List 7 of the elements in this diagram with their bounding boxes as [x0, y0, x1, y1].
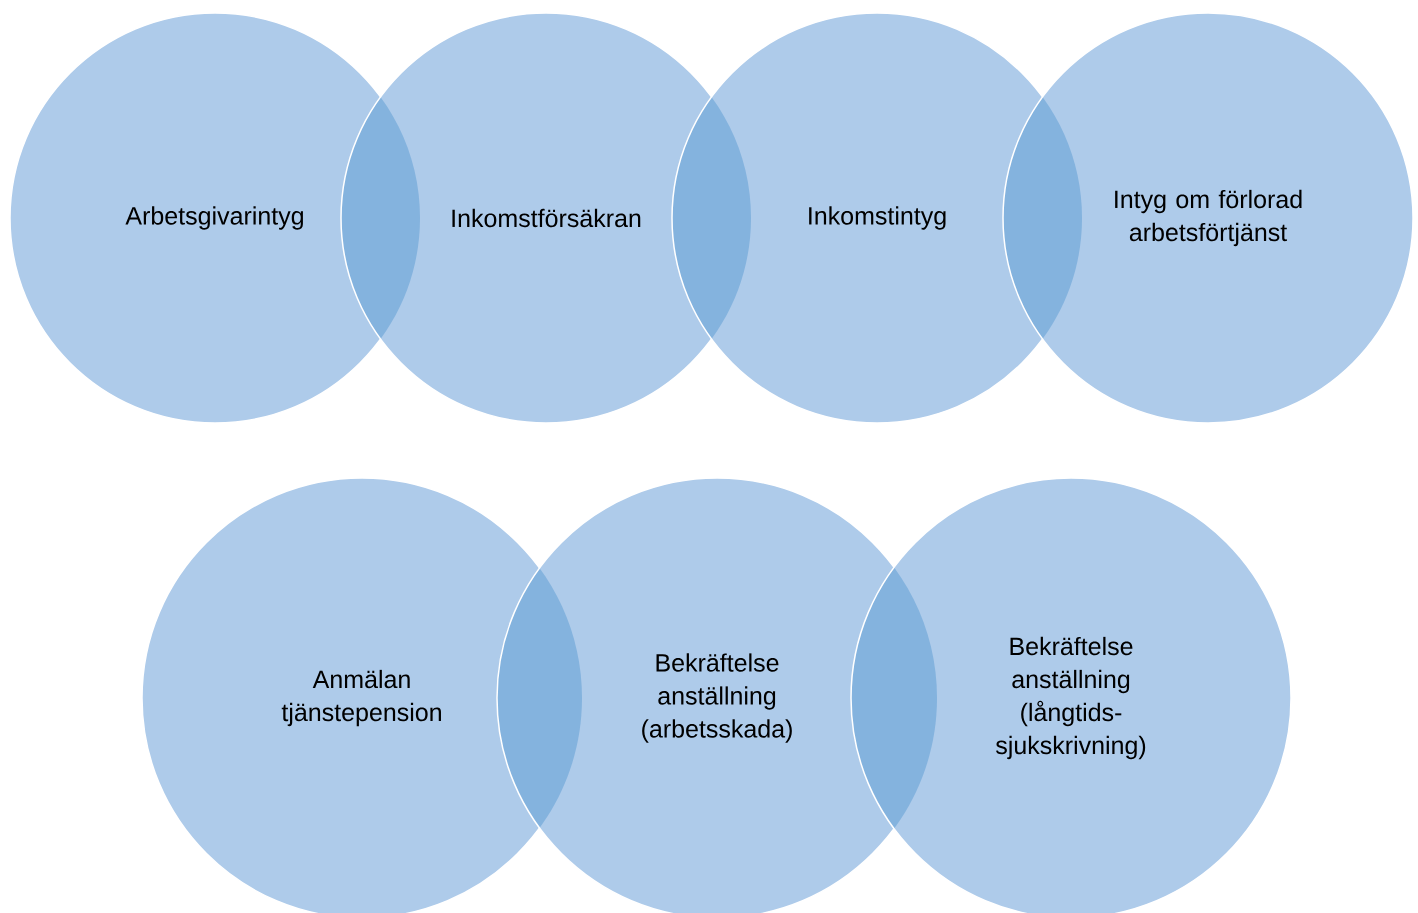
- node-label: Bekräftelse anställning (långtids- sjukskrivning): [995, 636, 1146, 760]
- node-label: Intyg om förlorad arbetsförtjänst: [1115, 189, 1302, 247]
- circle-node: Bekräftelse anställning (långtids- sjukskrivning): [850, 477, 1292, 913]
- circle-node: Intyg om förlorad arbetsförtjänst: [1002, 12, 1414, 424]
- node-label: Inkomstförsäkran: [452, 208, 641, 228]
- node-label: Bekräftelse anställning (arbetsskada): [642, 653, 792, 743]
- node-label: Inkomstintyg: [809, 206, 946, 230]
